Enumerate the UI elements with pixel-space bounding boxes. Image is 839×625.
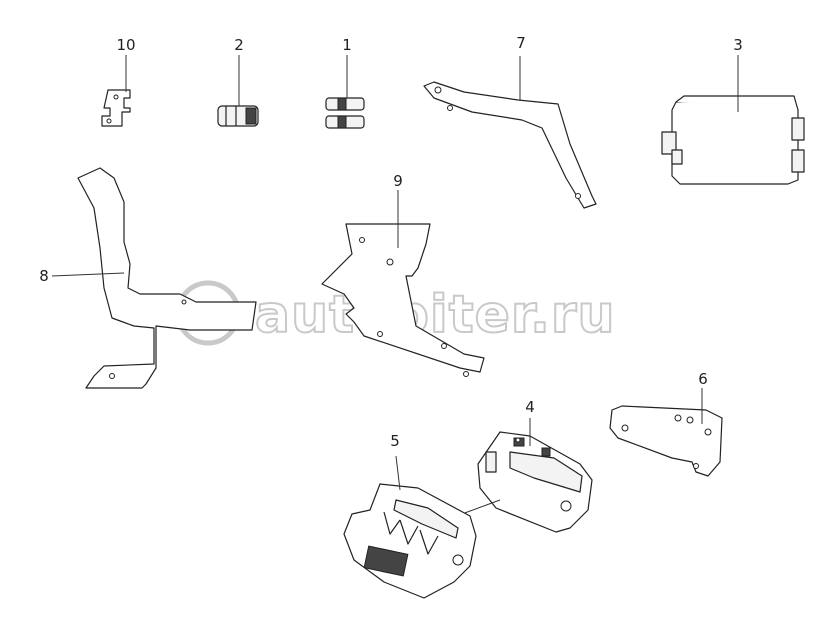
callout-labels: 10 2 1 7 3 9 8 6 4 5 [39,34,743,450]
callout-1: 1 [342,36,352,54]
callout-5: 5 [390,432,400,450]
callout-6: 6 [698,370,708,388]
part-4-block[interactable] [461,418,593,533]
watermark: autopiter.ru [175,280,616,346]
part-1-fuses[interactable] [325,55,365,129]
part-10-bracket[interactable] [101,55,131,127]
callout-4: 4 [525,398,535,416]
part-7-bracket[interactable] [423,56,597,209]
part-8-bracket[interactable] [51,167,257,389]
part-6-plate[interactable] [609,388,723,477]
callout-7: 7 [516,34,526,52]
part-3-module[interactable] [661,55,805,185]
watermark-text: autopiter.ru [255,285,616,345]
callout-2: 2 [234,36,244,54]
part-2-connector[interactable] [217,55,259,127]
part-9-bracket[interactable] [321,190,485,377]
callout-10: 10 [116,36,135,54]
callout-9: 9 [393,172,403,190]
part-5-housing[interactable] [343,455,477,599]
callout-3: 3 [733,36,743,54]
callout-8: 8 [39,267,49,285]
